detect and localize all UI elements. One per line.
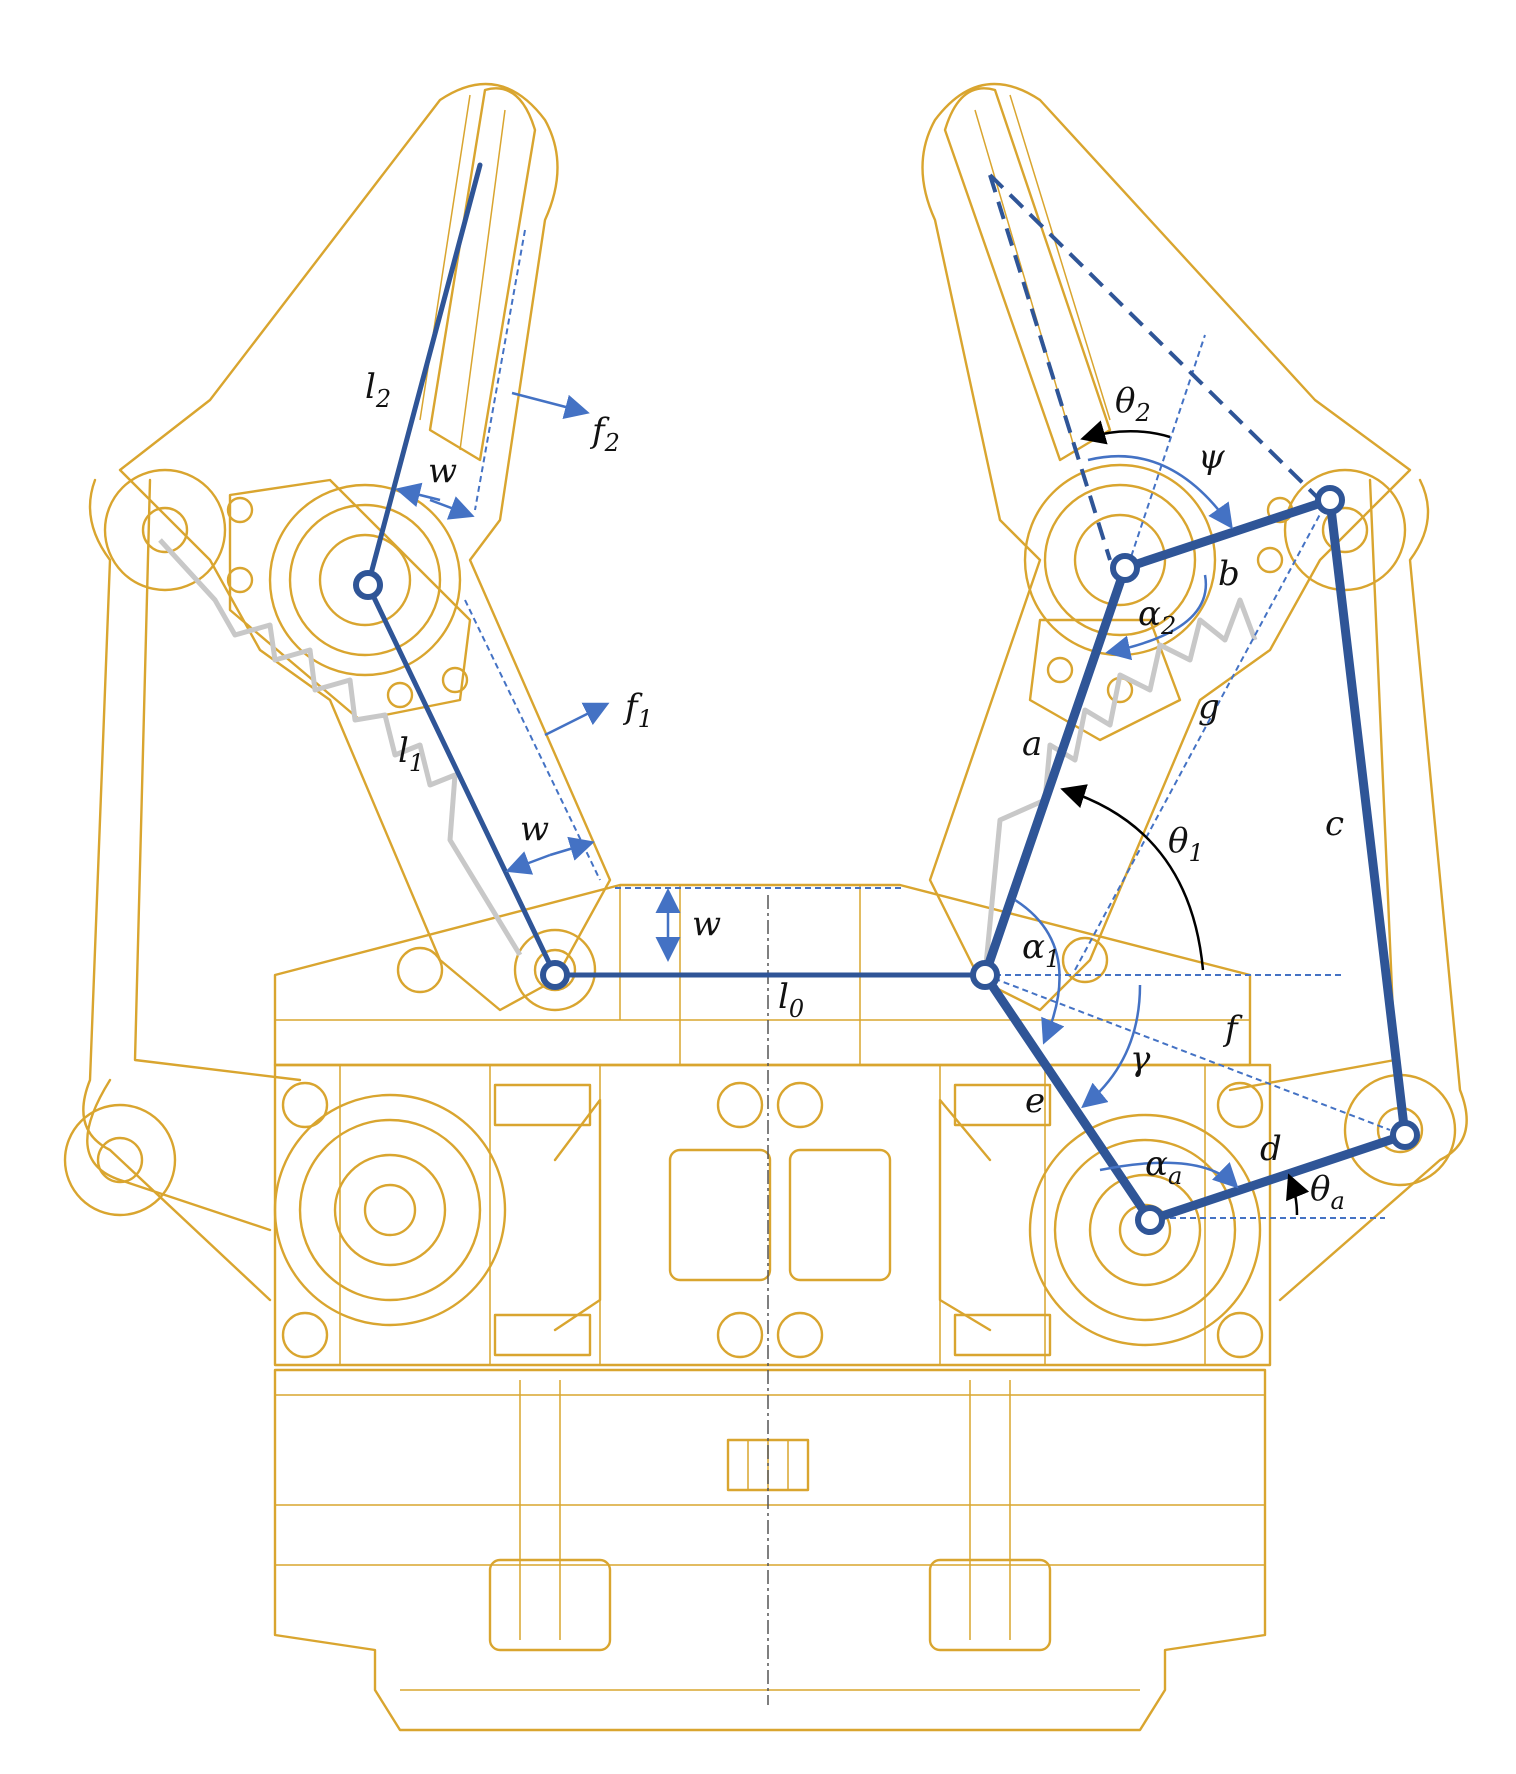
w-top-arrow-left	[395, 482, 441, 507]
f2-arrow	[511, 391, 590, 420]
left-top-pivot-ring	[103, 468, 227, 592]
joint-right-base	[970, 960, 1000, 990]
f1-arrow	[544, 702, 610, 737]
right-knuckle-inner	[1073, 513, 1167, 607]
annotation-arrows	[395, 391, 1310, 1216]
theta1-arc	[1060, 784, 1205, 971]
label-alpha1: α1	[1022, 927, 1060, 973]
label-l1: l1	[398, 731, 424, 777]
left-knuckle-outer	[268, 483, 462, 677]
left-knuckle-inner	[318, 533, 412, 627]
label-theta2: θ2	[1115, 381, 1151, 427]
gamma-arc	[1081, 984, 1142, 1109]
right-finger-outline	[921, 82, 1412, 1012]
link-b	[1120, 495, 1335, 573]
label-g: g	[1198, 687, 1220, 727]
label-w-top: w	[428, 451, 457, 491]
label-w-base: w	[692, 904, 721, 944]
label-theta-a: θa	[1310, 1169, 1345, 1215]
alpha-a-arc	[1099, 1161, 1239, 1189]
label-theta1: θ1	[1168, 821, 1204, 867]
left-knuckle-plate	[228, 478, 472, 722]
label-e: e	[1025, 1081, 1045, 1121]
joints	[353, 485, 1420, 1235]
w-top-arrow-right	[429, 496, 475, 520]
link-e	[980, 970, 1155, 1225]
joint-b-c	[1315, 485, 1345, 515]
left-knuckle-mid	[288, 503, 442, 657]
label-alpha-a: αa	[1145, 1144, 1182, 1190]
joint-right-knuckle	[1110, 553, 1140, 583]
joint-servo	[1135, 1205, 1165, 1235]
label-f2: f2	[589, 411, 620, 457]
label-f1: f1	[622, 687, 653, 733]
w-mid-arrow-right	[549, 836, 595, 861]
cad-drawing	[63, 82, 1468, 1732]
theta-a-arc	[1286, 1173, 1310, 1216]
label-gamma: γ	[1130, 1039, 1151, 1079]
alpha2-arc	[1105, 574, 1208, 661]
label-d: d	[1260, 1129, 1282, 1169]
right-finger-inner	[943, 87, 1112, 462]
link-l1	[365, 582, 558, 978]
right-knuckle-mid	[1043, 483, 1197, 637]
left-bottom-pivot-ring	[63, 1103, 177, 1217]
left-finger-outline	[118, 82, 612, 1012]
right-distal-triangle	[988, 173, 1322, 561]
label-a: a	[1022, 724, 1042, 764]
base-motor-housing	[273, 1368, 1267, 1732]
label-b: b	[1218, 554, 1240, 594]
right-top-pivot-hole	[1321, 506, 1369, 554]
left-finger-inner	[428, 87, 537, 462]
link-l2	[365, 162, 483, 588]
linkage	[365, 162, 1410, 1225]
right-spring	[982, 597, 1258, 976]
w-mid-arrow-left	[505, 851, 551, 875]
right-top-pivot-ring	[1283, 468, 1407, 592]
link-c	[1325, 495, 1410, 1140]
label-psi: ψ	[1198, 437, 1225, 477]
left-finger-inner-2	[419, 94, 506, 451]
label-c: c	[1325, 804, 1344, 844]
right-servo-horn-outer	[1028, 1113, 1262, 1347]
alpha1-arc	[1014, 898, 1065, 1045]
reference-lines	[464, 229, 1391, 1219]
left-support-arm	[82, 478, 302, 1302]
label-l0: l0	[778, 977, 804, 1023]
link-a	[980, 563, 1130, 980]
right-knuckle-plate	[1028, 618, 1182, 742]
label-w-mid: w	[520, 809, 549, 849]
joint-left-base	[540, 960, 570, 990]
left-top-pivot-hole	[141, 506, 189, 554]
psi-arc	[1087, 455, 1233, 530]
theta2-arc	[1080, 420, 1171, 445]
label-alpha2: α2	[1138, 594, 1176, 640]
link-d	[1145, 1130, 1410, 1225]
joint-c-d	[1390, 1120, 1420, 1150]
left-servo-horn-outer	[273, 1093, 507, 1327]
label-f: f	[1222, 1009, 1243, 1049]
left-spring	[158, 538, 523, 957]
joint-left-knuckle	[353, 570, 383, 600]
left-bottom-pivot-hole	[96, 1136, 144, 1184]
symbol-labels: l2 l1 l0 f2 f1 w w w θ2 ψ b α2 g a θ1 c …	[365, 367, 1345, 1215]
label-l2: l2	[365, 367, 391, 413]
